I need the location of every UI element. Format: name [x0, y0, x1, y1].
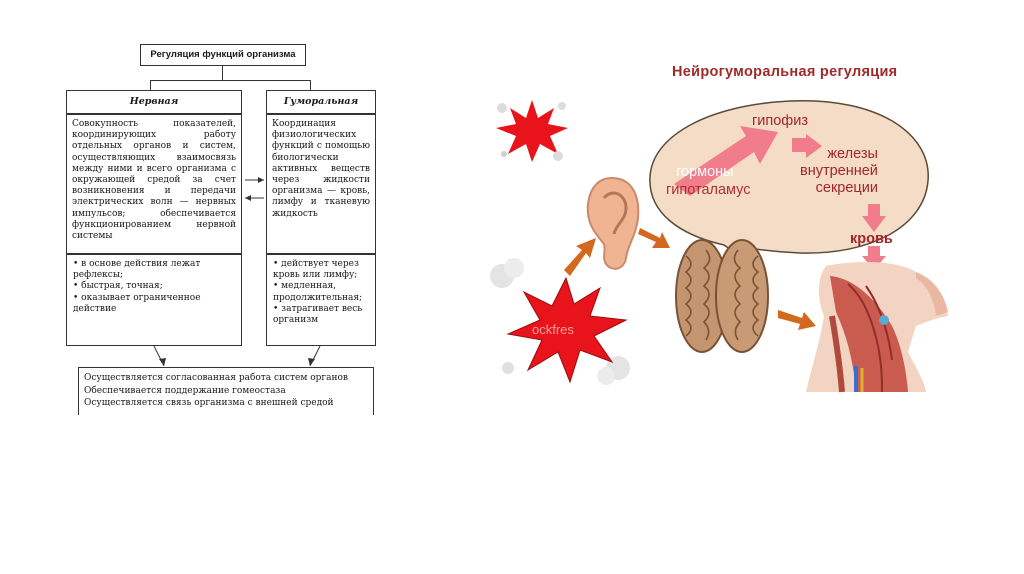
pituitary-label: гипофиз: [752, 113, 808, 129]
nervous-features: в основе действия лежат рефлексы; быстра…: [66, 254, 242, 346]
humoral-description: Координация физиологических функций с по…: [266, 114, 376, 254]
brain-icon: [675, 239, 769, 353]
humoral-feature: затрагивает весь организм: [273, 304, 369, 326]
neck-anatomy-icon: [806, 262, 948, 393]
hypothalamus-label: гипоталамус: [666, 182, 751, 198]
diagram-title: Регуляция функций организма: [140, 44, 306, 66]
bidirectional-arrows: [245, 177, 264, 201]
neurohumoral-title: Нейрогуморальная регуляция: [672, 64, 898, 80]
thought-bubble: [649, 99, 929, 264]
large-burst-icon: ockfres: [490, 258, 630, 385]
connector-line: [150, 80, 310, 81]
nervous-header: Нервная: [66, 90, 242, 114]
outcome-line: Обеспечивается поддержание гомеостаза: [84, 385, 286, 396]
blood-label: кровь: [850, 231, 893, 247]
glands-label: железы внутренней секреции: [800, 146, 878, 196]
down-arrows: [153, 346, 321, 367]
brain-to-neck-arrow: [778, 310, 816, 330]
ear-to-brain-arrow: [638, 228, 670, 248]
connector-line: [310, 80, 311, 90]
outcome-box: Осуществляется согласованная работа сист…: [78, 367, 374, 415]
hormone-arrow: [674, 126, 778, 196]
small-burst-icon: [496, 100, 568, 162]
humoral-feature: медленная, продолжительная;: [273, 281, 369, 303]
blood-arrow: [862, 246, 886, 270]
connector-line: [222, 66, 223, 80]
nervous-feature: быстрая, точная;: [73, 281, 235, 292]
nervous-feature: оказывает ограниченное действие: [73, 293, 235, 315]
outcome-line: Осуществляется согласованная работа сист…: [84, 373, 348, 383]
humoral-feature: действует через кровь или лимфу;: [273, 259, 369, 281]
nervous-feature: в основе действия лежат рефлексы;: [73, 259, 235, 281]
burst-to-ear-arrow: [564, 238, 596, 276]
nervous-description: Совокупность показателей, координирующих…: [66, 114, 242, 254]
watermark-text: ockfres: [532, 322, 574, 337]
pituitary-arrow: [792, 134, 822, 158]
outcome-line: Осуществляется связь организма с внешней…: [84, 398, 334, 408]
humoral-features: действует через кровь или лимфу; медленн…: [266, 254, 376, 346]
ear-icon: [586, 176, 640, 270]
connector-line: [150, 80, 151, 90]
hormones-label: гормоны: [676, 164, 734, 180]
humoral-header: Гуморальная: [266, 90, 376, 114]
glands-arrow: [862, 204, 886, 232]
